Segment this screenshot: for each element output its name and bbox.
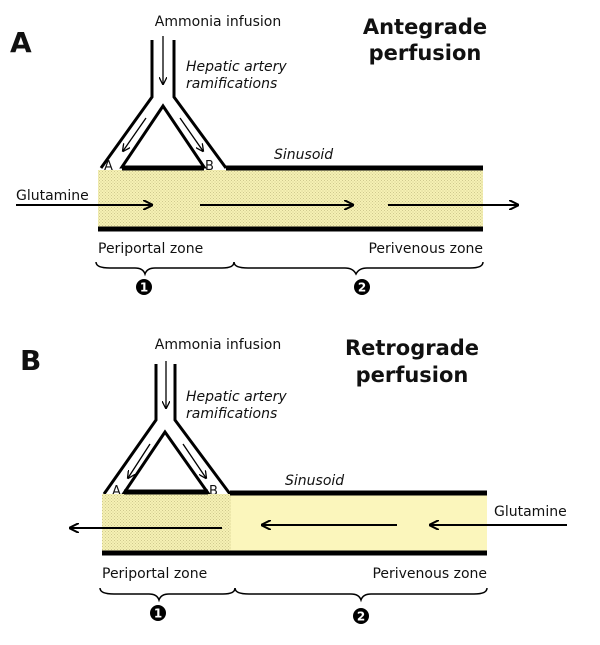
- hepatic-artery: [102, 364, 232, 495]
- zone2-brace: [234, 587, 488, 603]
- artery-label-line1: Hepatic artery: [186, 389, 287, 405]
- branch-arrow-a: [128, 443, 151, 478]
- branch-arrow-b: [179, 117, 203, 151]
- branch-arrow-b: [182, 443, 206, 478]
- zone1-label: Periportal zone: [102, 566, 207, 582]
- infusion-label: Ammonia infusion: [155, 337, 281, 353]
- point-a-label: A: [112, 484, 121, 499]
- panel-title-line2: perfusion: [369, 41, 482, 65]
- zone1-brace: [95, 261, 235, 277]
- panel-b: B Retrograde perfusion Ammonia infusion …: [20, 336, 567, 624]
- point-b-label: B: [209, 484, 218, 499]
- artery-label-line2: ramifications: [186, 406, 277, 422]
- svg-text:2: 2: [357, 610, 365, 624]
- point-a-label: A: [104, 159, 113, 174]
- svg-text:1: 1: [154, 607, 162, 621]
- zone1-number-badge: 1: [136, 279, 152, 295]
- glutamine-label: Glutamine: [16, 188, 89, 204]
- artery-label-line2: ramifications: [186, 76, 277, 92]
- panel-title-line1: Antegrade: [363, 15, 487, 39]
- zone1-number-badge: 1: [150, 605, 166, 621]
- zone2-label: Perivenous zone: [372, 566, 487, 582]
- sinusoid-label: Sinusoid: [274, 147, 333, 163]
- zone2-number-badge: 2: [354, 279, 370, 295]
- zone2-brace: [233, 261, 484, 276]
- point-b-label: B: [205, 159, 214, 174]
- panel-title-line2: perfusion: [356, 363, 469, 387]
- infusion-label: Ammonia infusion: [155, 14, 281, 30]
- svg-text:2: 2: [358, 281, 366, 295]
- panel-letter: A: [10, 26, 32, 59]
- sinusoid-tube: [98, 170, 483, 228]
- zone2-label: Perivenous zone: [368, 241, 483, 257]
- panel-a: A Antegrade perfusion Ammonia infusion H…: [10, 14, 518, 295]
- sinusoid-label: Sinusoid: [285, 473, 344, 489]
- hepatic-artery: [99, 40, 228, 169]
- zone2-number-badge: 2: [353, 608, 369, 624]
- glutamine-label: Glutamine: [494, 504, 567, 520]
- panel-title-line1: Retrograde: [345, 336, 479, 360]
- svg-text:1: 1: [140, 281, 148, 295]
- zone1-label: Periportal zone: [98, 241, 203, 257]
- periportal-shaded-zone: [102, 494, 231, 552]
- panel-letter: B: [20, 344, 41, 377]
- zone1-brace: [99, 587, 236, 603]
- artery-label-line1: Hepatic artery: [186, 59, 287, 75]
- branch-arrow-a: [123, 117, 147, 151]
